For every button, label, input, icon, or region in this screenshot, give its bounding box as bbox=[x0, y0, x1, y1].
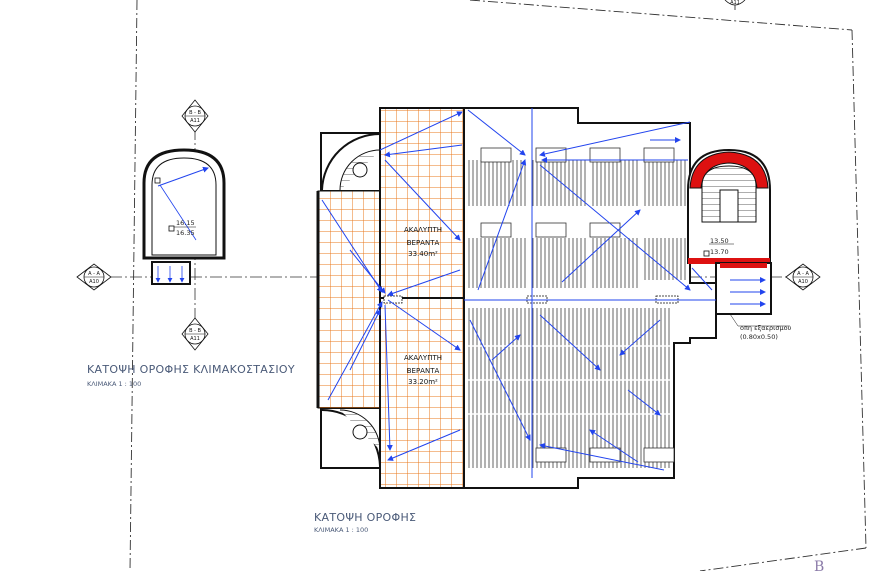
stair-roof-plan-title: ΚΑΤΟΨΗ ΟΡΟΦΗΣ ΚΛΙΜΑΚΟΣΤΑΣΙΟΥ bbox=[87, 363, 295, 376]
svg-text:33.20m²: 33.20m² bbox=[408, 378, 438, 386]
section-marker-top-edge: A11 bbox=[724, 0, 746, 6]
ventilation-opening-note: οπη εξαερισμου (0.80x0.50) bbox=[729, 313, 792, 341]
svg-text:33.40m²: 33.40m² bbox=[408, 250, 438, 258]
svg-text:ΑΚΑΛΥΠΤΗ: ΑΚΑΛΥΠΤΗ bbox=[404, 226, 442, 234]
svg-text:A10: A10 bbox=[798, 279, 808, 285]
section-marker-a-a-right: A - A A10 bbox=[785, 263, 821, 291]
section-marker-a-a-left: A - A A10 bbox=[76, 263, 112, 291]
left-stair-bottom bbox=[320, 407, 384, 469]
svg-text:ΒΕΡΑΝΤΑ: ΒΕΡΑΝΤΑ bbox=[407, 239, 440, 247]
right-level-bottom: 13.70 bbox=[710, 248, 729, 256]
svg-text:οπη εξαερισμου: οπη εξαερισμου bbox=[740, 324, 792, 332]
terrace-lower bbox=[379, 297, 465, 489]
svg-text:A - A: A - A bbox=[797, 271, 809, 277]
area-upper-label: ΑΚΑΛΥΠΤΗ ΒΕΡΑΝΤΑ 33.40m² bbox=[404, 226, 442, 258]
section-marker-b-b-top: B - B A11 bbox=[181, 99, 209, 133]
terrace-upper bbox=[379, 107, 465, 299]
corner-mark: B bbox=[814, 559, 824, 571]
section-marker-b-b-bottom: B - B A11 bbox=[181, 317, 209, 351]
svg-text:A11: A11 bbox=[730, 0, 740, 6]
svg-text:A11: A11 bbox=[190, 336, 200, 342]
level-bottom: 16.35 bbox=[176, 229, 195, 237]
main-roof-plan: 13.50 13.70 bbox=[316, 107, 792, 489]
roof-plan-scale: ΚΛΙΜΑΚΑ 1 : 100 bbox=[314, 526, 368, 534]
svg-text:(0.80x0.50): (0.80x0.50) bbox=[740, 333, 778, 341]
svg-text:B - B: B - B bbox=[189, 110, 201, 116]
right-stair-tower: 13.50 13.70 bbox=[687, 148, 772, 315]
left-stair-top bbox=[320, 132, 384, 192]
right-level-top: 13.50 bbox=[710, 237, 729, 245]
svg-text:ΒΕΡΑΝΤΑ: ΒΕΡΑΝΤΑ bbox=[407, 367, 440, 375]
level-top: 16.15 bbox=[176, 219, 195, 227]
svg-text:A11: A11 bbox=[190, 118, 200, 124]
svg-text:ΑΚΑΛΥΠΤΗ: ΑΚΑΛΥΠΤΗ bbox=[404, 354, 442, 362]
svg-text:A - A: A - A bbox=[88, 271, 100, 277]
stair-roof-plan-scale: ΚΛΙΜΑΚΑ 1 : 100 bbox=[87, 380, 141, 388]
roof-plan-title: ΚΑΤΟΨΗ ΟΡΟΦΗΣ bbox=[314, 511, 416, 524]
lower-solar-panels bbox=[466, 308, 675, 468]
stair-roof-plan: 16.15 16.35 bbox=[142, 148, 226, 285]
area-lower-label: ΑΚΑΛΥΠΤΗ ΒΕΡΑΝΤΑ 33.20m² bbox=[404, 354, 442, 386]
svg-text:B - B: B - B bbox=[189, 328, 201, 334]
upper-solar-panels bbox=[466, 147, 688, 288]
drainage-arrows bbox=[321, 108, 766, 478]
svg-text:A10: A10 bbox=[89, 279, 99, 285]
